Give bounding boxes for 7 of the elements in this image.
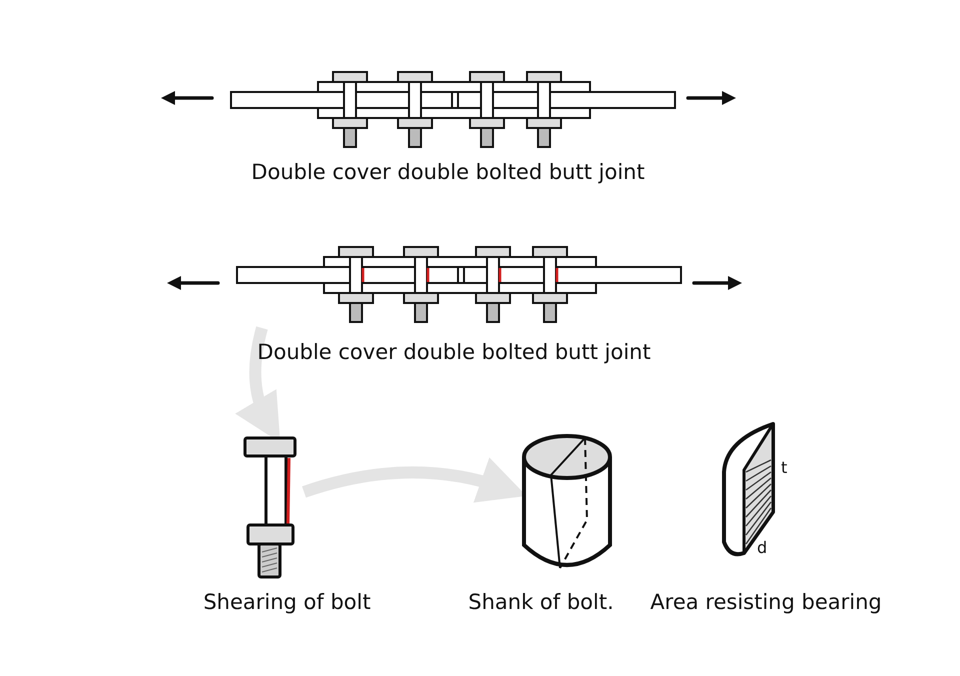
node-label: Double cover double bolted butt joint: [251, 160, 645, 184]
node-label: Shearing of bolt: [203, 590, 371, 614]
node-label: Shank of bolt.: [468, 590, 614, 614]
dimension-label: d: [757, 538, 768, 557]
node-label: Double cover double bolted butt joint: [257, 340, 651, 364]
node-label: Area resisting bearing: [650, 590, 882, 614]
dimension-label: t: [781, 458, 788, 477]
